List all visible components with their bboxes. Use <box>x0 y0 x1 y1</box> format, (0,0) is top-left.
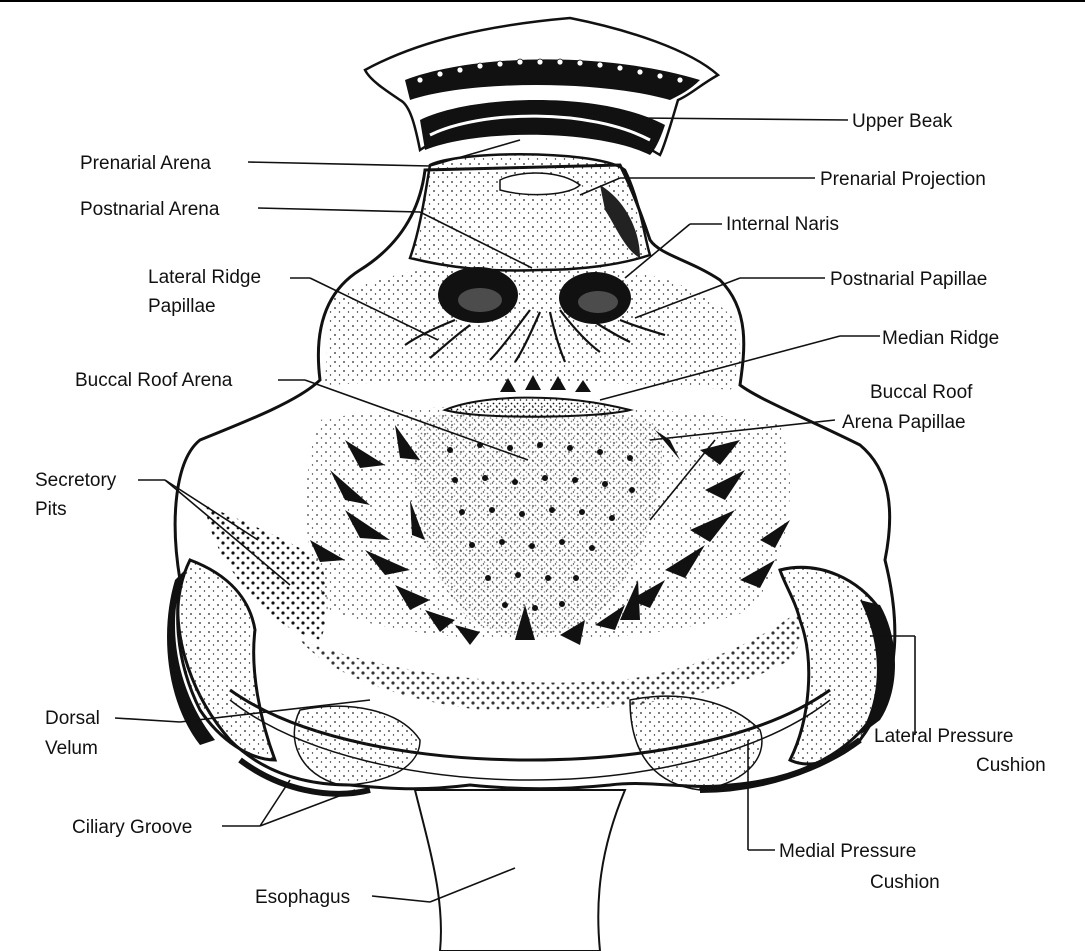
label-esophagus: Esophagus <box>255 887 350 908</box>
label-medial-pressure-cushion-line1: Medial Pressure <box>779 841 916 862</box>
label-dorsal-velum-line2: Velum <box>45 738 98 759</box>
specimen-drawing <box>167 18 895 951</box>
label-ciliary-groove: Ciliary Groove <box>72 817 192 838</box>
label-prenarial-arena: Prenarial Arena <box>80 153 211 174</box>
label-secretory-pits-line1: Secretory <box>35 470 117 491</box>
label-lateral-ridge-papillae-line2: Papillae <box>148 296 216 317</box>
label-dorsal-velum-line1: Dorsal <box>45 708 100 729</box>
label-internal-naris: Internal Naris <box>726 214 839 235</box>
label-medial-pressure-cushion-line2: Cushion <box>870 872 940 893</box>
label-buccal-roof-arena-papillae-line2: Arena Papillae <box>842 412 966 433</box>
label-buccal-roof-arena: Buccal Roof Arena <box>75 370 233 391</box>
label-lateral-ridge-papillae-line1: Lateral Ridge <box>148 267 261 288</box>
label-upper-beak: Upper Beak <box>852 111 953 132</box>
label-lateral-pressure-cushion-line1: Lateral Pressure <box>874 726 1013 747</box>
label-postnarial-papillae: Postnarial Papillae <box>830 269 987 290</box>
label-buccal-roof-arena-papillae-line1: Buccal Roof <box>870 382 973 403</box>
label-postnarial-arena: Postnarial Arena <box>80 199 220 220</box>
label-prenarial-projection: Prenarial Projection <box>820 169 986 190</box>
label-secretory-pits-line2: Pits <box>35 499 67 520</box>
esophagus-shape <box>415 790 625 951</box>
label-median-ridge: Median Ridge <box>882 328 999 349</box>
label-lateral-pressure-cushion-line2: Cushion <box>976 755 1046 776</box>
